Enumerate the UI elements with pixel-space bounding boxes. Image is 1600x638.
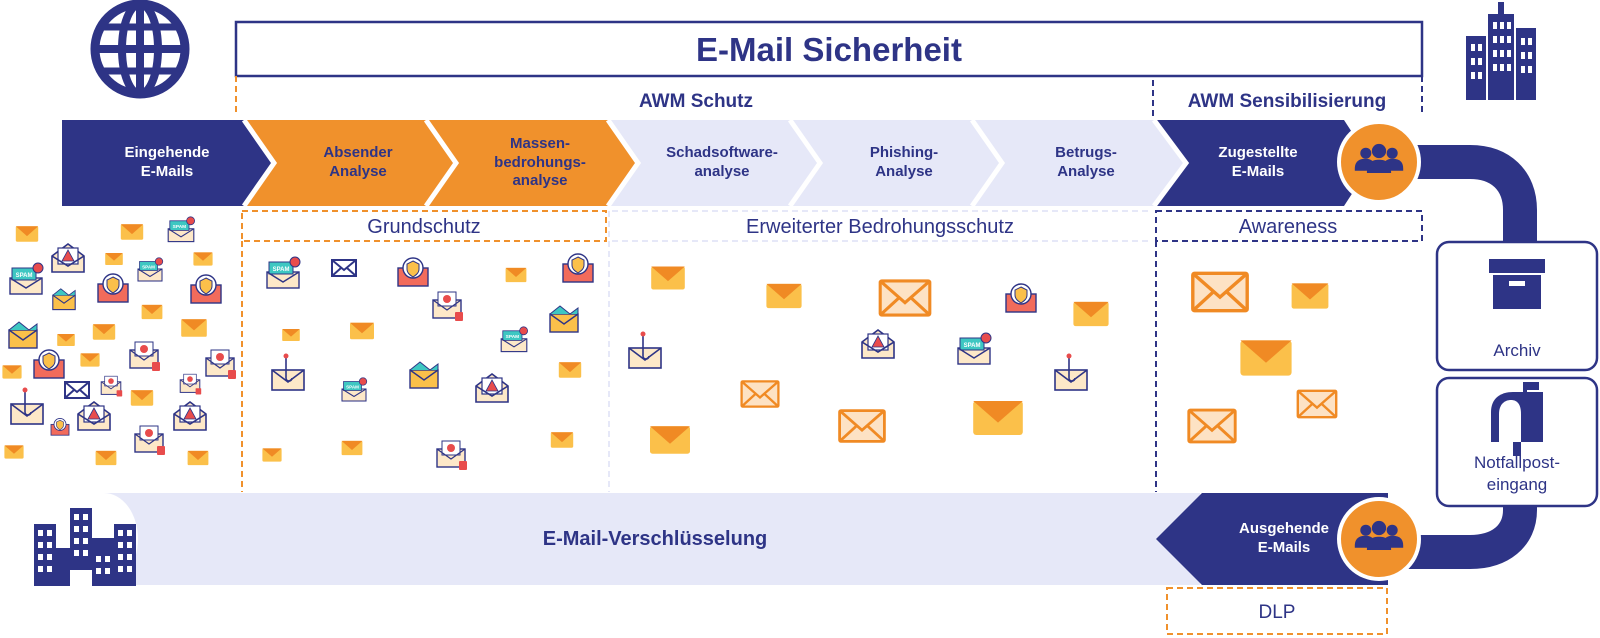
stage-label-line: bedrohungs- <box>494 153 586 171</box>
stage-label-phishing: Phishing- Analyse <box>829 128 979 198</box>
pipe-bottom <box>1400 490 1537 569</box>
dlp-label: DLP <box>1259 602 1296 623</box>
users-group-icon <box>1337 120 1421 204</box>
stage-label-line: Analyse <box>1057 163 1115 180</box>
city-buildings-icon <box>1466 2 1536 100</box>
grundschutz-box <box>241 210 607 242</box>
stage-label-massen: Massen- bedrohungs- analyse <box>465 128 615 198</box>
stage-label-line: E-Mails <box>1257 539 1311 556</box>
page-title: E-Mail Sicherheit <box>696 31 962 68</box>
stage-betrugs-analyse <box>972 120 1186 206</box>
title-box <box>234 20 1424 78</box>
dlp-box <box>1166 587 1388 635</box>
globe-icon <box>90 0 190 99</box>
users-group-icon-bottom <box>1337 497 1421 581</box>
stage-eingehende-emails <box>62 120 290 206</box>
city-buildings-icon-bottom <box>34 508 136 586</box>
stage-massenbedrohungsanalyse <box>426 120 640 206</box>
stage-ausgehende-emails <box>1156 493 1388 585</box>
awm-sensibilisierung-label: AWM Sensibilisierung <box>1188 91 1386 112</box>
stage-label-line: Massen- <box>509 134 571 152</box>
stage-phishing-analyse <box>790 120 1004 206</box>
envelope-icons-grundschutz <box>262 253 594 471</box>
envelope-icons-incoming <box>2 216 237 466</box>
stage-schadsoftwareanalyse <box>608 120 822 206</box>
envelope-icons-erweitert <box>628 266 1109 454</box>
stage-label-betrugs: Betrugs- Analyse <box>1011 128 1161 198</box>
awareness-box <box>1155 210 1423 242</box>
awm-sensibilisierung-frame <box>1152 76 1423 116</box>
stage-label-line: E-Mails <box>140 163 194 180</box>
stage-label-line: analyse <box>694 163 750 180</box>
stage-label-line: Eingehende <box>124 144 210 162</box>
envelope-icons-awareness <box>1187 271 1338 444</box>
awareness-label: Awareness <box>1239 216 1338 238</box>
erweiterter-bedrohungsschutz-label: Erweiterter Bedrohungsschutz <box>746 216 1014 238</box>
archive-box-icon <box>1489 259 1545 309</box>
awm-schutz-label: AWM Schutz <box>639 91 753 112</box>
stage-label-line: Zugestellte <box>1218 144 1298 162</box>
notfall-label-line1: Notfallpost- <box>1474 453 1560 472</box>
stage-label-line: Betrugs- <box>1055 144 1117 162</box>
stage-label-absender: Absender Analyse <box>283 128 433 198</box>
stage-label-line: Absender <box>323 144 393 162</box>
stage-label-line: Schadsoftware- <box>666 144 778 162</box>
notfall-label-line2: eingang <box>1487 475 1548 494</box>
stage-label-schadsoftware: Schadsoftware- analyse <box>647 128 797 198</box>
pipe-top <box>1410 145 1537 245</box>
stage-label-line: Phishing- <box>869 144 939 162</box>
stage-label-ausgehende: Ausgehende E-Mails <box>1214 506 1354 572</box>
encryption-band <box>104 493 1200 585</box>
stage-label-eingehende: Eingehende E-Mails <box>92 128 242 198</box>
grundschutz-label: Grundschutz <box>367 216 480 238</box>
stage-label-line: Analyse <box>329 163 387 180</box>
stage-label-line: Ausgehende <box>1238 520 1329 538</box>
stage-label-zugestellte: Zugestellte E-Mails <box>1188 128 1328 198</box>
stage-label-line: E-Mails <box>1231 163 1285 180</box>
stage-label-line: analyse <box>512 172 568 190</box>
archiv-label: Archiv <box>1493 341 1541 360</box>
mailbox-icon <box>1491 382 1543 456</box>
stage-zugestellte-emails <box>1154 120 1372 206</box>
stage-label-line: Analyse <box>875 163 933 180</box>
encryption-label: E-Mail-Verschlüsselung <box>543 528 768 550</box>
stage-absender-analyse <box>244 120 458 206</box>
